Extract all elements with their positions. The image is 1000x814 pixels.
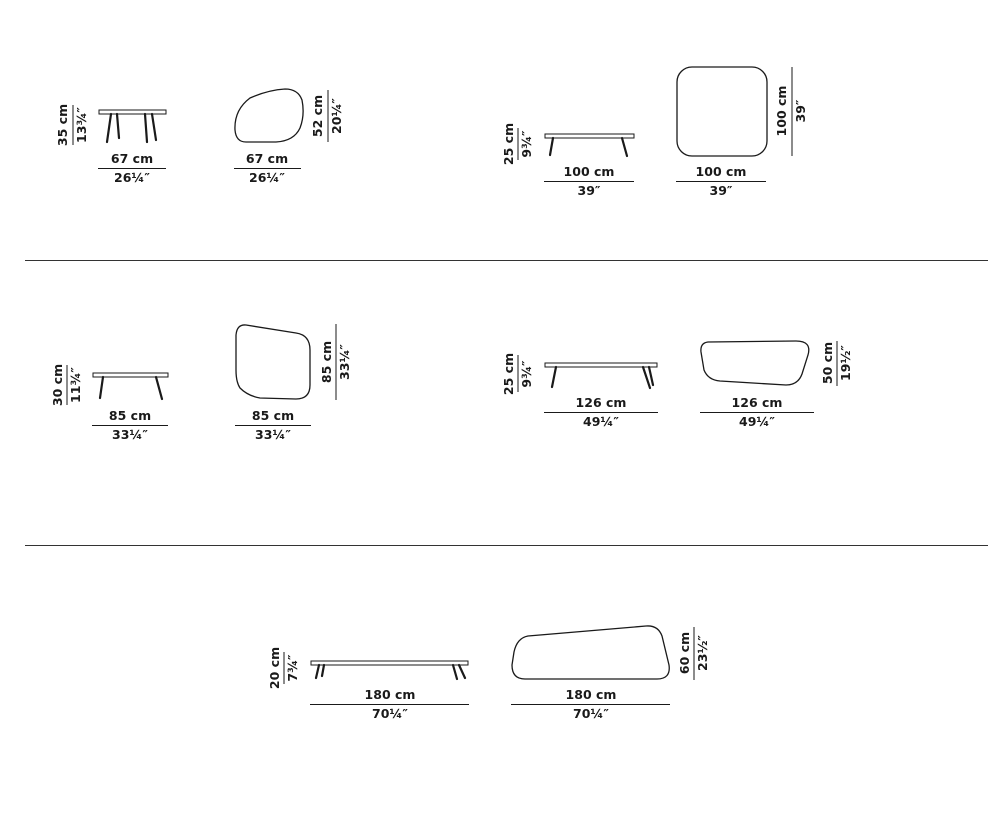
- depth-in-label: 23½″: [695, 635, 710, 671]
- width-cm-label: 100 cm: [696, 164, 747, 179]
- height-dimension-t4: 25 cm 9¾″: [501, 353, 534, 395]
- width-in-label: 70¼″: [573, 706, 609, 721]
- height-cm-label: 35 cm: [55, 104, 70, 146]
- height-cm-label: 25 cm: [501, 123, 516, 165]
- width-in-label: 33¼″: [112, 427, 148, 442]
- height-in-label: 11¾″: [68, 367, 83, 403]
- width-cm-label: 85 cm: [252, 408, 294, 423]
- depth-in-label: 20¼″: [329, 98, 344, 134]
- height-in-label: 7¾″: [285, 654, 300, 682]
- tabletop-side: [92, 372, 169, 378]
- width-cm-label: 126 cm: [576, 395, 627, 410]
- depth-in-label: 33¼″: [337, 344, 352, 380]
- depth-dimension-t2: 100 cm 39″: [774, 67, 808, 156]
- width-in-label: 49¼″: [583, 414, 619, 429]
- depth-in-label: 19½″: [838, 345, 853, 381]
- width-in-label: 33¼″: [255, 427, 291, 442]
- table-180-top-view: [511, 625, 670, 680]
- width-in-label: 39″: [710, 183, 733, 198]
- table-85-side-view: [92, 372, 169, 401]
- depth-cm-label: 50 cm: [820, 342, 835, 384]
- width-dimension-t2-top: 100 cm 39″: [676, 164, 766, 198]
- table-legs: [550, 365, 655, 390]
- height-cm-label: 25 cm: [501, 353, 516, 395]
- height-dimension-t5: 20 cm 7¾″: [267, 647, 300, 689]
- height-in-label: 9¾″: [519, 360, 534, 388]
- depth-dimension-t3: 85 cm 33¼″: [319, 324, 352, 400]
- table-67-side-view: [98, 109, 167, 144]
- depth-in-label: 39″: [793, 99, 808, 122]
- height-dimension-t1: 35 cm 13¾″: [55, 104, 89, 146]
- width-dimension-t5-top: 180 cm 70¼″: [511, 687, 670, 721]
- height-cm-label: 30 cm: [50, 364, 65, 406]
- width-in-label: 70¼″: [372, 706, 408, 721]
- width-cm-label: 180 cm: [365, 687, 416, 702]
- table-67-top-view: [234, 88, 304, 143]
- width-dimension-t4-top: 126 cm 49¼″: [700, 395, 814, 429]
- table-legs: [548, 136, 629, 158]
- tabletop-side: [98, 109, 167, 115]
- tabletop-side: [544, 362, 658, 368]
- depth-cm-label: 85 cm: [319, 341, 334, 383]
- width-in-label: 49¼″: [739, 414, 775, 429]
- table-legs: [105, 112, 158, 144]
- width-in-label: 26¼″: [249, 170, 285, 185]
- height-in-label: 13¾″: [74, 107, 89, 143]
- table-legs: [314, 663, 467, 681]
- depth-dimension-t4: 50 cm 19½″: [820, 341, 853, 386]
- table-126-side-view: [544, 362, 658, 390]
- width-dimension-t3-top: 85 cm 33¼″: [235, 408, 311, 442]
- width-cm-label: 85 cm: [109, 408, 151, 423]
- width-cm-label: 67 cm: [246, 151, 288, 166]
- width-dimension-t1-top: 67 cm 26¼″: [234, 151, 301, 185]
- height-dimension-t2: 25 cm 9¾″: [501, 123, 534, 165]
- tabletop-side: [544, 133, 635, 139]
- width-cm-label: 126 cm: [732, 395, 783, 410]
- depth-cm-label: 100 cm: [774, 86, 789, 137]
- table-85-top-view: [235, 324, 311, 400]
- width-in-label: 39″: [578, 183, 601, 198]
- depth-dimension-t1: 52 cm 20¼″: [310, 90, 344, 142]
- width-dimension-t2-side: 100 cm 39″: [544, 164, 634, 198]
- table-legs: [98, 375, 164, 401]
- tabletop-side: [310, 660, 469, 666]
- width-dimension-t5-side: 180 cm 70¼″: [310, 687, 469, 721]
- table-100-side-view: [544, 133, 635, 158]
- height-cm-label: 20 cm: [267, 647, 282, 689]
- width-dimension-t3-side: 85 cm 33¼″: [92, 408, 168, 442]
- table-100-top-view: [676, 66, 768, 157]
- width-cm-label: 67 cm: [111, 151, 153, 166]
- width-in-label: 26¼″: [114, 170, 150, 185]
- table-126-top-view: [700, 340, 810, 386]
- width-dimension-t4-side: 126 cm 49¼″: [544, 395, 658, 429]
- width-dimension-t1-side: 67 cm 26¼″: [98, 151, 166, 185]
- table-180-side-view: [310, 660, 469, 681]
- width-cm-label: 180 cm: [566, 687, 617, 702]
- height-dimension-t3: 30 cm 11¾″: [50, 364, 83, 406]
- depth-cm-label: 52 cm: [310, 95, 325, 137]
- depth-dimension-t5: 60 cm 23½″: [677, 627, 710, 680]
- width-cm-label: 100 cm: [564, 164, 615, 179]
- height-in-label: 9¾″: [519, 130, 534, 158]
- depth-cm-label: 60 cm: [677, 632, 692, 674]
